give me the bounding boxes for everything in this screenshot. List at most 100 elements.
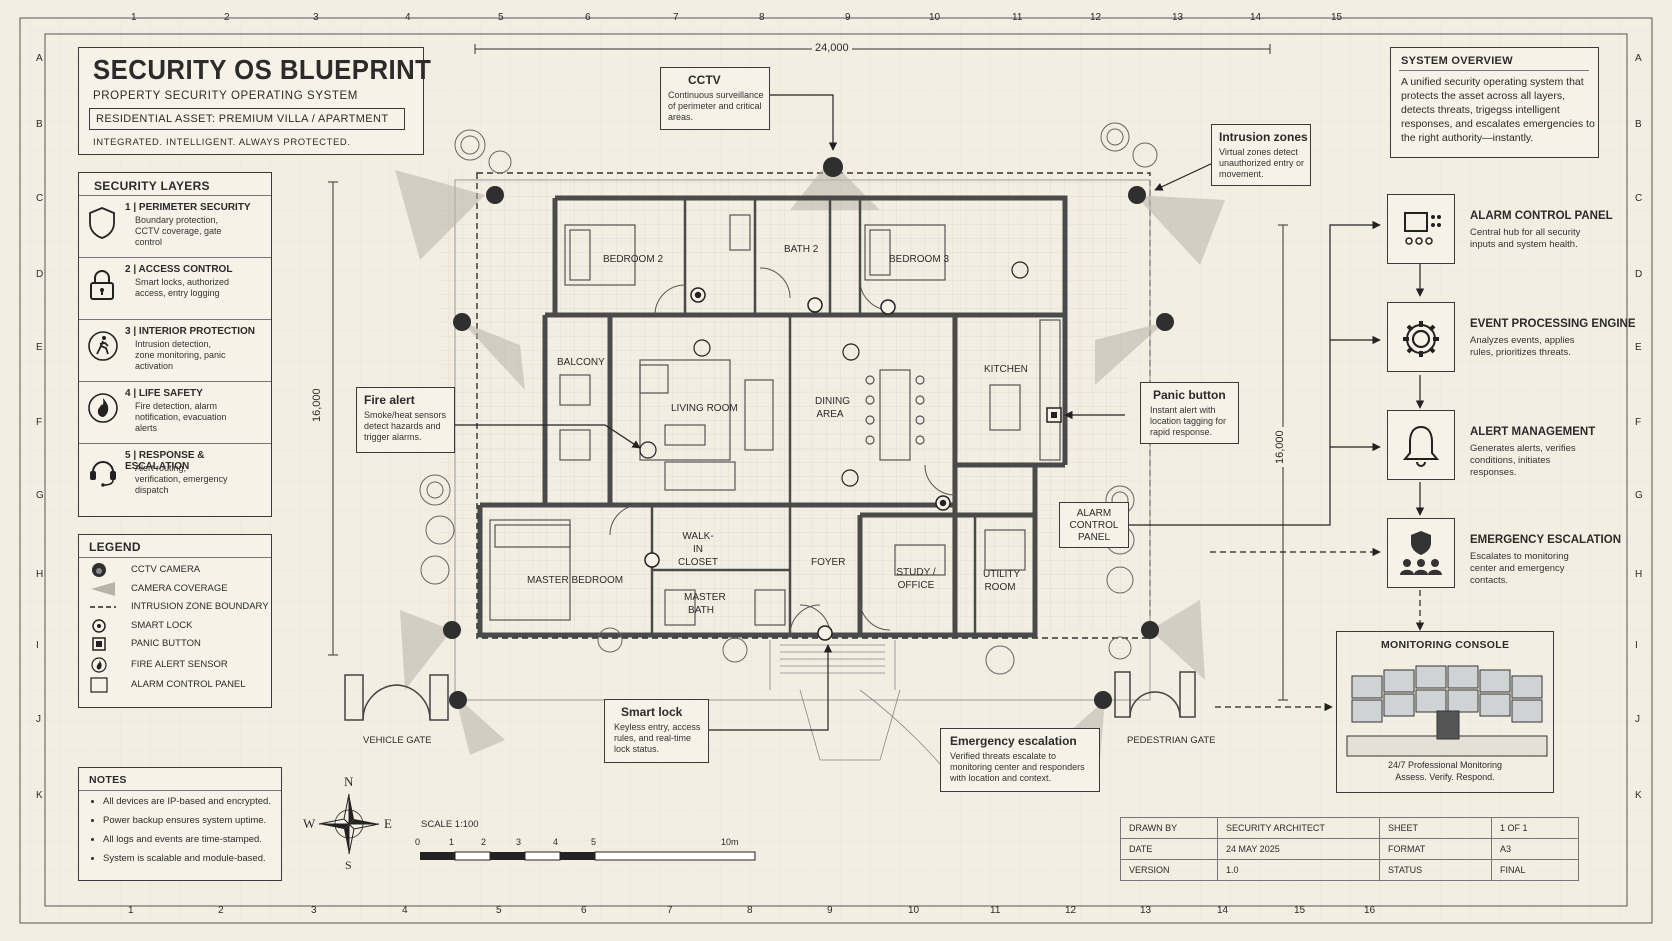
scale-tick: 10m [721,837,739,847]
flow-step-title: ALARM CONTROL PANEL [1470,210,1613,222]
callout-intrusion-title: Intrusion zones [1219,130,1308,144]
flow-step-title: ALERT MANAGEMENT [1470,426,1596,438]
grid-col-top: 6 [585,12,591,23]
flow-step-title: EVENT PROCESSING ENGINE [1470,318,1636,330]
info-table-cell: DATE [1120,838,1218,860]
callout-intrusion-desc: Virtual zones detect unauthorized entry … [1219,147,1305,179]
callout-cctv: CCTV Continuous surveillance of perimete… [660,67,770,130]
grid-col-bottom: 5 [496,905,502,916]
legend-item: SMART LOCK [79,617,271,635]
security-layer-title: 1 | PERIMETER SECURITY [125,202,251,213]
grid-col-bottom: 3 [311,905,317,916]
info-table-cell: VERSION [1120,859,1218,881]
note-item: All logs and events are time-stamped. [103,834,271,845]
grid-row-left: A [36,53,43,64]
compass-s: S [345,858,352,872]
label-pedestrian-gate: PEDESTRIAN GATE [1127,735,1216,746]
flow-step-title: EMERGENCY ESCALATION [1470,534,1622,546]
compass-w: W [303,816,316,831]
room-study: STUDY / OFFICE [896,567,936,591]
note-item: All devices are IP-based and encrypted. [103,796,271,807]
security-layer-title: 4 | LIFE SAFETY [125,388,203,399]
room-balcony: BALCONY [557,357,605,368]
callout-emergency: Emergency escalation Verified threats es… [940,728,1100,792]
note-item: System is scalable and module-based. [103,853,271,864]
monitoring-console-panel: MONITORING CONSOLE 24/7 Professional Mon… [1336,631,1554,793]
room-master-bedroom: MASTER BEDROOM [527,575,624,586]
callout-panic-desc: Instant alert with location tagging for … [1150,405,1227,437]
grid-row-left: H [36,569,44,580]
grid-col-top: 9 [845,12,851,23]
grid-col-top: 2 [224,12,230,23]
compass-e: E [384,816,392,831]
scale-tick: 0 [415,837,421,847]
grid-row-left: J [36,714,41,725]
bell-icon [1387,410,1455,480]
room-utility: UTILITY ROOM [983,569,1021,593]
security-layer-title: 3 | INTERIOR PROTECTION [125,326,256,337]
scale-tick: 2 [481,837,487,847]
notes-heading: NOTES [89,774,127,786]
room-bedroom-3: BEDROOM 3 [889,254,950,265]
control-panel-icon [1387,194,1455,264]
system-overview-panel: SYSTEM OVERVIEW A unified security opera… [1390,47,1599,158]
shield-people-icon [1387,518,1455,588]
monitoring-heading: MONITORING CONSOLE [1381,639,1510,651]
security-layer-desc: Alert routing, verification, emergency d… [135,463,228,495]
flow-step-desc: Escalates to monitoring center and emerg… [1470,551,1569,586]
security-layer-desc: Fire detection, alarm notification, evac… [135,401,227,433]
info-table-cell: SECURITY ARCHITECT [1217,817,1380,839]
info-table-cell: 1 OF 1 [1491,817,1579,839]
info-table-cell: 1.0 [1217,859,1380,881]
info-table-cell: FINAL [1491,859,1579,881]
callout-emergency-desc: Verified threats escalate to monitoring … [950,751,1085,783]
callout-fire-title: Fire alert [364,393,415,407]
callout-fire-desc: Smoke/heat sensors detect hazards and tr… [364,410,447,442]
grid-row-left: D [36,269,44,280]
scale-tick: 4 [553,837,559,847]
scale-tick: 1 [449,837,455,847]
callout-smart-lock-desc: Keyless entry, access rules, and real-ti… [614,722,701,754]
scale-tick: 3 [516,837,522,847]
room-bedroom-2: BEDROOM 2 [603,254,664,265]
grid-row-right: K [1635,790,1642,801]
grid-col-bottom: 4 [402,905,408,916]
callout-cctv-desc: Continuous surveillance of perimeter and… [668,90,764,122]
tagline: INTEGRATED. INTELLIGENT. ALWAYS PROTECTE… [93,137,351,148]
grid-col-bottom: 15 [1294,905,1306,916]
grid-row-right: H [1635,569,1643,580]
grid-col-top: 1 [131,12,137,23]
walking-person-icon [87,330,123,370]
grid-row-right: F [1635,417,1642,428]
legend-label: ALARM CONTROL PANEL [131,679,246,690]
grid-col-bottom: 6 [581,905,587,916]
legend-item: CCTV CAMERA [79,561,271,579]
grid-col-top: 7 [673,12,679,23]
monitoring-line2: Assess. Verify. Respond. [1395,772,1495,782]
grid-col-bottom: 10 [908,905,920,916]
grid-col-top: 11 [1012,12,1023,23]
legend-label: PANIC BUTTON [131,638,201,649]
callout-emergency-title: Emergency escalation [950,734,1077,748]
security-layer-desc: Intrusion detection, zone monitoring, pa… [135,339,226,371]
security-layer-title: 5 | RESPONSE & ESCALATION [125,450,205,472]
grid-row-right: A [1635,53,1642,64]
dimension-height-left: 16,000 [311,385,323,425]
legend-label: SMART LOCK [131,620,193,631]
title-block: SECURITY OS BLUEPRINT PROPERTY SECURITY … [78,47,431,155]
room-kitchen: KITCHEN [984,364,1028,375]
grid-col-bottom: 11 [990,905,1001,916]
legend-label: INTRUSION ZONE BOUNDARY [131,601,269,612]
grid-row-left: K [36,790,43,801]
page-subtitle: PROPERTY SECURITY OPERATING SYSTEM [93,90,358,102]
legend-item: CAMERA COVERAGE [79,580,271,598]
